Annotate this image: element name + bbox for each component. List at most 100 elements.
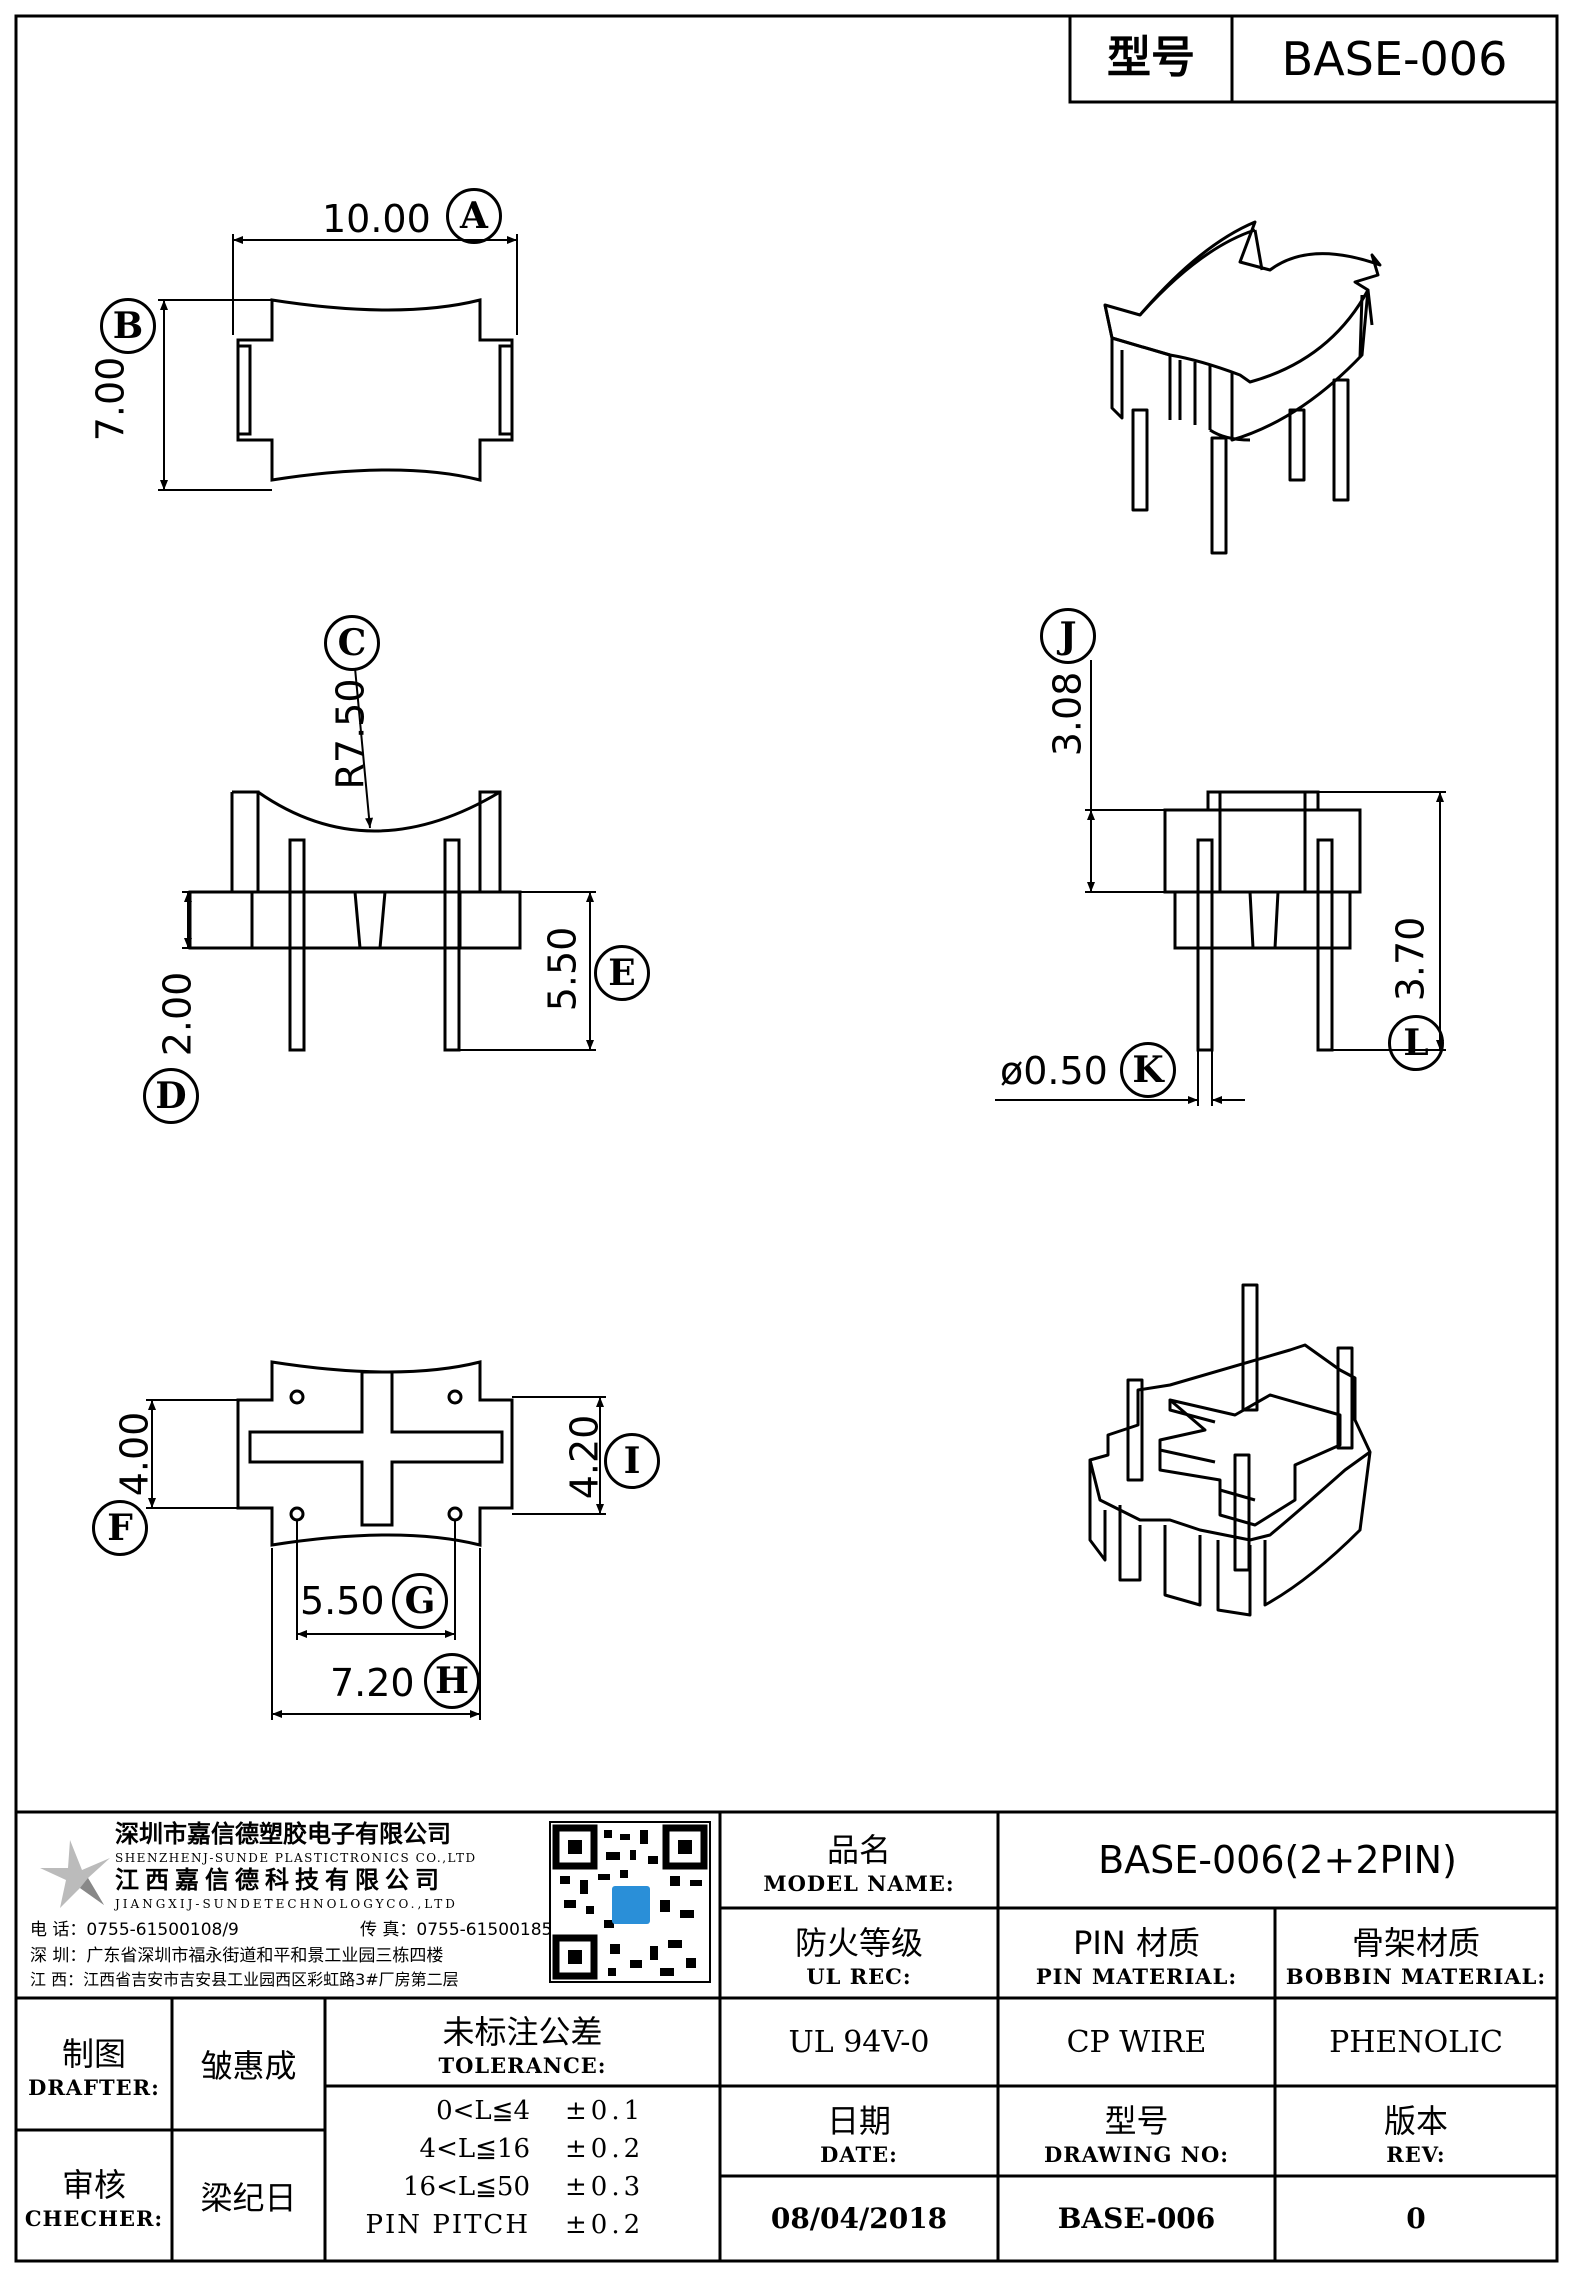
dim-C-value: R7.50 [328, 678, 373, 790]
company-name-cn-2: 江西嘉信德科技有限公司 [115, 1866, 445, 1894]
tolerance-label-cell: 未标注公差 TOLERANCE: [325, 1998, 720, 2086]
pin-material-label-cn: PIN 材质 [1073, 1923, 1200, 1962]
bottom-view [236, 1360, 514, 1547]
drafter-label-cell: 制图 DRAFTER: [16, 1998, 172, 2130]
dim-E-value: 5.50 [540, 926, 585, 1012]
tolerance-range-3: PIN PITCH [365, 2210, 530, 2240]
company-name-en-1: SHENZHENJ-SUNDE PLASTICTRONICS CO.,LTD [115, 1851, 477, 1865]
dim-F-value: 4.00 [112, 1411, 157, 1497]
title-block [16, 1810, 1557, 2261]
rev-value: 0 [1406, 2202, 1426, 2235]
checker-label-cell: 审核 CHECHER: [16, 2130, 172, 2261]
dim-E-letter: E [594, 945, 650, 1001]
dim-D [182, 891, 232, 949]
pin-material-label-en: PIN MATERIAL: [1035, 1963, 1238, 1989]
date-label-cell: 日期 DATE: [720, 2086, 998, 2176]
rev-label-cn: 版本 [1383, 2101, 1448, 2140]
tolerance-value-2: ±0.3 [565, 2172, 645, 2202]
dim-I [512, 1396, 606, 1515]
dim-B-value: 7.00 [88, 356, 133, 442]
dim-I-letter: I [604, 1433, 660, 1489]
dim-K-letter: K [1120, 1042, 1176, 1098]
company-address-jiangxi: 江 西：江西省吉安市吉安县工业园西区彩虹路3#厂房第二层 [30, 1970, 459, 1989]
dim-C-letter: C [324, 615, 380, 671]
iso-view-top [1103, 220, 1382, 555]
model-name-label-en: MODEL NAME: [763, 1870, 955, 1896]
dim-J-letter: J [1040, 608, 1096, 664]
tolerance-value-3: ±0.2 [565, 2210, 645, 2240]
tolerance-range-2: 16<L≦50 [402, 2172, 530, 2202]
dim-L-value: 3.70 [1388, 916, 1433, 1002]
bobbin-material-label-en: BOBBIN MATERIAL: [1285, 1963, 1547, 1989]
company-phone: 电 话：0755-61500108/9 [30, 1920, 239, 1940]
dim-E [459, 891, 596, 1051]
dim-B [158, 299, 272, 491]
dim-G-value: 5.50 [300, 1579, 385, 1623]
tolerance-label-en: TOLERANCE: [438, 2052, 607, 2078]
tolerance-table: 0<L≦4 ±0.1 4<L≦16 ±0.2 16<L≦50 ±0.3 PIN … [325, 2092, 720, 2258]
drawing-no-value-cell: BASE-006 [998, 2176, 1275, 2261]
dim-D-letter: D [143, 1068, 199, 1124]
dim-A-letter: A [446, 188, 502, 244]
dim-C [354, 667, 374, 829]
rev-label-cell: 版本 REV: [1275, 2086, 1557, 2176]
model-name-value-cell: BASE-006(2+2PIN) [998, 1812, 1557, 1908]
side-view [1163, 790, 1362, 1052]
dim-I-value: 4.20 [562, 1414, 607, 1500]
drafter-name-cell: 皱惠成 [172, 1998, 325, 2130]
company-name-en-2: JIANGXIJ-SUNDETECHNOLOGYCO.,LTD [115, 1897, 458, 1911]
dim-G-letter: G [392, 1573, 448, 1629]
tolerance-value-1: ±0.2 [565, 2134, 645, 2164]
bobbin-material-label-cell: 骨架材质 BOBBIN MATERIAL: [1275, 1908, 1557, 1998]
tolerance-value-0: ±0.1 [565, 2096, 645, 2126]
company-name-cn-1: 深圳市嘉信德塑胶电子有限公司 [115, 1820, 451, 1848]
checker-label-cn: 审核 [61, 2166, 126, 2204]
dim-G [296, 1520, 456, 1640]
drafter-name: 皱惠成 [200, 2047, 297, 2085]
rev-value-cell: 0 [1275, 2176, 1557, 2261]
dim-B-letter: B [100, 298, 156, 354]
ul-rec-label-cell: 防火等级 UL REC: [720, 1908, 998, 1998]
checker-label-en: CHECHER: [24, 2206, 164, 2231]
drawing-no-label-cell: 型号 DRAWING NO: [998, 2086, 1275, 2176]
model-name-value: BASE-006(2+2PIN) [1098, 1838, 1457, 1882]
dim-L-letter: L [1388, 1015, 1444, 1071]
dim-A [232, 234, 518, 335]
tolerance-range-1: 4<L≦16 [419, 2134, 530, 2164]
date-label-cn: 日期 [826, 2101, 891, 2140]
ul-rec-label-cn: 防火等级 [794, 1923, 923, 1962]
header-box [1068, 14, 1559, 104]
checker-name: 梁纪日 [200, 2178, 297, 2217]
drafter-label-en: DRAFTER: [28, 2074, 160, 2100]
pin-material-label-cell: PIN 材质 PIN MATERIAL: [998, 1908, 1275, 1998]
tolerance-label-cn: 未标注公差 [442, 2012, 603, 2051]
dim-A-value: 10.00 [322, 197, 431, 241]
dim-H-value: 7.20 [330, 1661, 415, 1705]
pin-material-value: CP WIRE [1066, 2024, 1207, 2060]
dim-J [1085, 660, 1165, 893]
dim-K [995, 1050, 1245, 1106]
bobbin-material-value: PHENOLIC [1329, 2024, 1503, 2060]
tolerance-range-0: 0<L≦4 [436, 2096, 530, 2126]
top-view [236, 298, 514, 482]
dim-D-value: 2.00 [155, 971, 200, 1057]
rev-label-en: REV: [1386, 2141, 1446, 2167]
front-hidden-lines [289, 840, 460, 892]
company-address-shenzhen: 深 圳：广东省深圳市福永街道和平和景工业园三栋四楼 [30, 1946, 444, 1966]
iso-view-bottom [1088, 1283, 1372, 1617]
company-fax: 传 真：0755-61500185 [360, 1920, 553, 1940]
dim-H [271, 1548, 481, 1720]
side-hidden-lines [1197, 840, 1333, 892]
checker-name-cell: 梁纪日 [172, 2130, 325, 2261]
header-model-value: BASE-006 [1281, 32, 1508, 86]
dim-H-letter: H [424, 1653, 480, 1709]
front-view [188, 790, 522, 1052]
pin-material-value-cell: CP WIRE [998, 1998, 1275, 2086]
model-name-label-cell: 品名 MODEL NAME: [720, 1812, 998, 1908]
drawing-no-value: BASE-006 [1057, 2202, 1216, 2235]
date-value: 08/04/2018 [770, 2202, 948, 2235]
sheet-border [14, 14, 1559, 2263]
bobbin-material-label-cn: 骨架材质 [1351, 1923, 1480, 1962]
header-model-label: 型号 [1107, 32, 1195, 83]
drawing-no-label-cn: 型号 [1104, 2101, 1169, 2140]
